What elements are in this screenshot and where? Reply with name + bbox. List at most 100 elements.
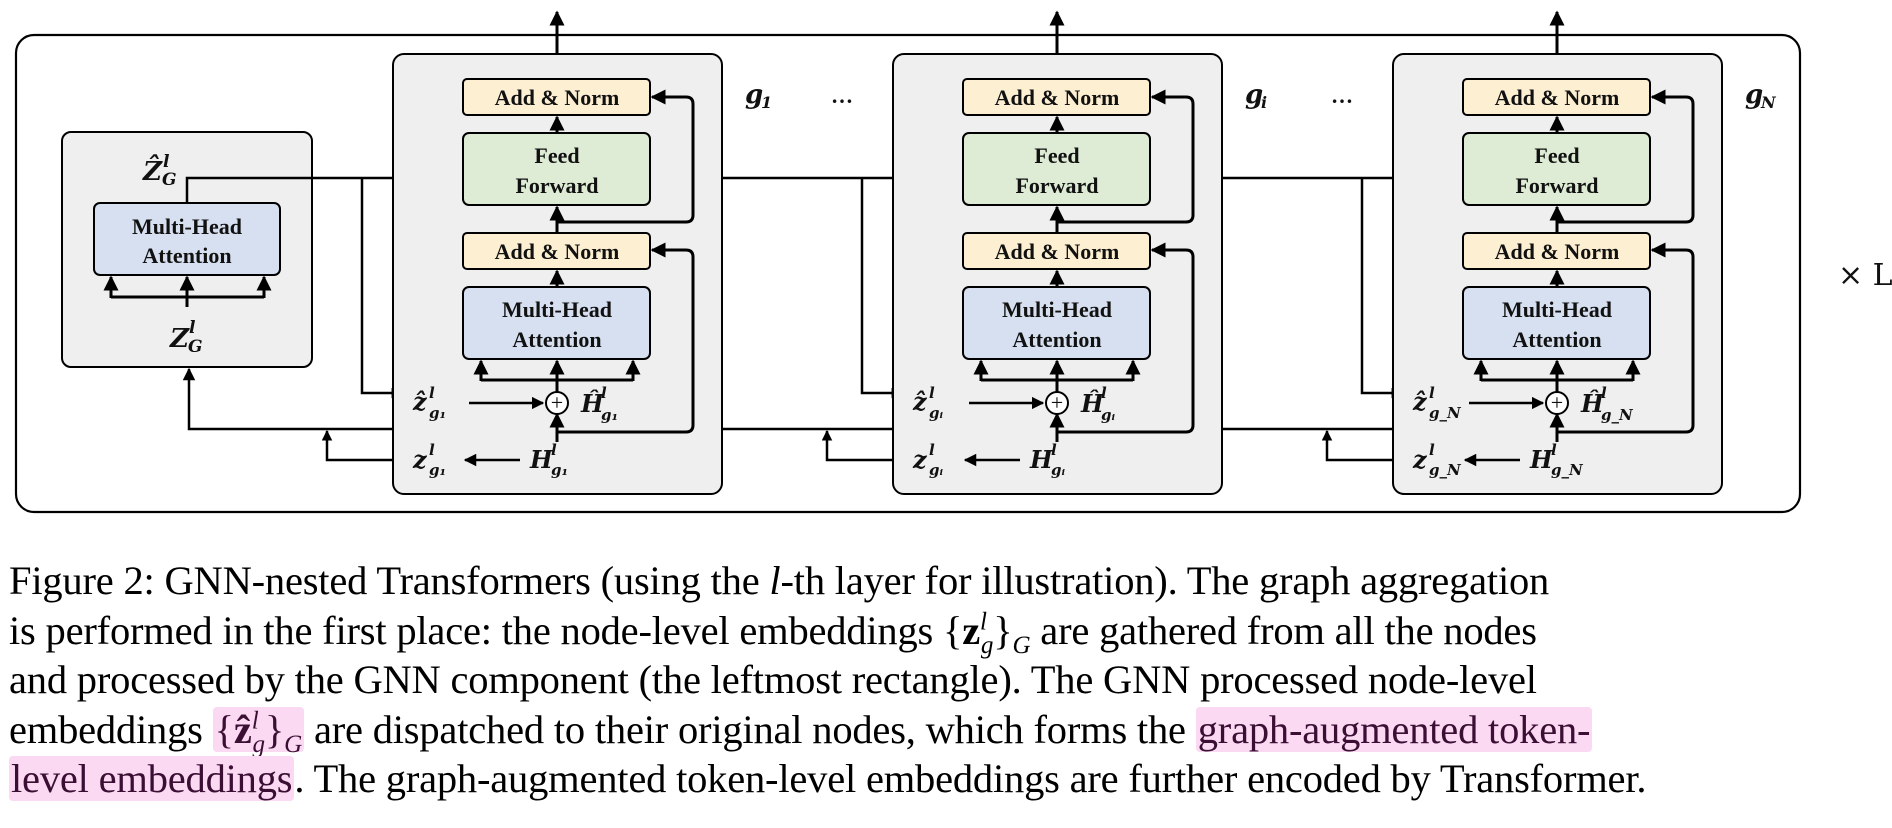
feed-forward-line1: Feed [1034,143,1079,168]
add-norm-bottom-label: Add & Norm [1495,239,1620,264]
h-hat-sub: gᵢ [1101,406,1115,424]
attention-line1: Multi-Head [1502,297,1612,322]
residual-arrow-bottom [1557,242,1695,434]
gnn-block: Ẑ l G Multi-Head Attention Z l G [61,131,313,368]
attention-line2: Attention [1012,327,1101,352]
add-operator-icon [1045,391,1069,415]
feed-forward-line1: Feed [1534,143,1579,168]
highlight-graph-augmented-1: graph-augmented token- [1195,706,1593,752]
z-hat-dispatch-arrow [860,178,903,399]
h-sup: l [1551,441,1557,459]
gnn-attention-line1: Multi-Head [132,214,242,239]
h-hat-symbol: Ĥ [1080,389,1105,418]
h-sub: g₁ [551,461,568,479]
caption-line-4: embeddings {ẑlg}G are dispatched to thei… [9,706,1593,758]
z-gather-arrow [321,429,409,462]
z-hat-sub: gᵢ [929,404,943,422]
z-sub: g₁ [429,461,446,479]
z-hat-sup: l [429,384,435,402]
z-gather-arrow [821,429,909,462]
feed-forward-line1: Feed [534,143,579,168]
add-norm-bottom-label: Add & Norm [995,239,1120,264]
gnn-input-symbol: Z [169,324,190,354]
highlight-z-hat: {ẑlg}G [212,706,305,758]
feed-forward-line2: Forward [1515,173,1598,198]
gnn-nested-transformer-diagram: × L Ẑ l G Multi-Head Attention Z l G Add… [14,10,1892,514]
residual-arrow-top [1057,89,1195,224]
h-hat-symbol: Ĥ [580,389,605,418]
node-label-sub: i [1261,93,1267,112]
add-norm-bottom-box [962,232,1151,270]
h-symbol: H [1029,445,1054,474]
h-sup: l [1051,441,1057,459]
node-block-gi [821,10,1223,495]
residual-arrow-bottom [557,242,695,434]
z-hat-sup: l [1429,384,1435,402]
h-hat-symbol: Ĥ [1580,389,1605,418]
z-hat-sup: l [929,384,935,402]
figure-caption: Figure 2: GNN-nested Transformers (using… [9,556,1889,804]
h-sup: l [551,441,557,459]
h-hat-sup: l [601,384,607,402]
z-hat-symbol: ẑ [912,387,928,416]
ellipsis-label: … [831,83,853,108]
node-label: g [1245,80,1263,110]
gnn-attention-line2: Attention [142,243,231,268]
z-symbol: z [912,445,928,474]
node-block-gN [1321,10,1723,495]
h-hat-sub: g_N [1601,406,1634,424]
node-label-sub: 1 [761,93,772,112]
caption-line-3: and processed by the GNN component (the … [9,657,1537,702]
z-sup: l [1429,441,1435,459]
residual-arrow-top [1557,89,1695,224]
ellipsis-label: … [1331,83,1353,108]
h-sub: g_N [1551,461,1584,479]
feed-forward-line2: Forward [1015,173,1098,198]
z-sup: l [429,441,435,459]
add-norm-bottom-label: Add & Norm [495,239,620,264]
z-hat-symbol: ẑ [1412,387,1428,416]
node-label-sub: N [1760,93,1777,112]
attention-box [462,286,651,360]
add-norm-top-box [1462,78,1651,116]
z-gather-arrow [1321,429,1409,462]
attention-box [1462,286,1651,360]
z-sub: gᵢ [929,461,943,479]
attention-line1: Multi-Head [1002,297,1112,322]
z-sup: l [929,441,935,459]
highlight-graph-augmented-2: level embeddings [9,756,295,801]
caption-line-2: is performed in the first place: the nod… [9,607,1537,659]
add-norm-top-label: Add & Norm [995,85,1120,110]
add-norm-bottom-box [1462,232,1651,270]
add-operator-symbol: + [551,390,563,415]
h-hat-sup: l [1101,384,1107,402]
gnn-input-sup: l [189,318,196,338]
z-hat-sub: g_N [1429,404,1462,422]
residual-arrow-top [557,89,695,224]
h-hat-sub: g₁ [601,406,618,424]
gnn-output-sup: l [163,152,170,172]
gnn-output-sub: G [162,170,177,190]
residual-arrow-bottom [1057,242,1195,434]
add-norm-top-label: Add & Norm [1495,85,1620,110]
gnn-input-sub: G [188,337,203,357]
feed-forward-line2: Forward [515,173,598,198]
feed-forward-box [962,132,1151,206]
z-symbol: z [1412,445,1428,474]
feed-forward-box [1462,132,1651,206]
add-operator-symbol: + [1051,390,1063,415]
add-norm-bottom-box [462,232,651,270]
caption-line-1: Figure 2: GNN-nested Transformers (using… [9,558,1550,603]
h-symbol: H [1529,445,1554,474]
h-sub: gᵢ [1051,461,1065,479]
caption-line-5: level embeddings. The graph-augmented to… [9,756,1647,801]
add-norm-top-label: Add & Norm [495,85,620,110]
z-hat-symbol: ẑ [412,387,428,416]
h-symbol: H [529,445,554,474]
h-hat-sup: l [1601,384,1607,402]
z-hat-sub: g₁ [429,404,446,422]
node-block-g1 [321,10,723,495]
add-operator-icon [545,391,569,415]
repeat-count-label: × L [1838,258,1892,293]
add-norm-top-box [462,78,651,116]
